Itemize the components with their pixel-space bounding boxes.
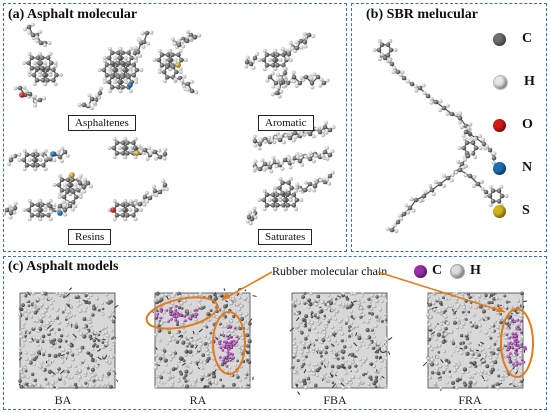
panel-a-border (3, 3, 347, 252)
asphaltenes-label: Asphaltenes (68, 115, 136, 131)
panel-c-border (3, 256, 547, 410)
legend-item-o: O (493, 117, 533, 133)
model-label-fra: FRA (458, 393, 482, 407)
aromatic-label: Aromatic (258, 115, 314, 131)
model-label-fba: FBA (323, 393, 347, 407)
nitrogen-atom-icon (493, 161, 506, 175)
model-label-ba: BA (54, 393, 72, 407)
rubber-carbon-atom-icon (414, 264, 427, 278)
legend-item-s: S (493, 203, 530, 219)
carbon-atom-icon (493, 32, 506, 46)
model-label-ra: RA (189, 393, 207, 407)
sulfur-atom-icon (493, 204, 506, 218)
saturates-label: Saturates (258, 229, 313, 245)
oxygen-atom-icon (493, 118, 506, 132)
hydrogen-atom-icon (493, 74, 508, 90)
legend-item-n: N (493, 160, 532, 176)
rubber-hydrogen-atom-icon (450, 263, 465, 279)
resins-label: Resins (68, 229, 112, 245)
legend-c-item-c: C (414, 263, 442, 279)
panel-c-title: (c) Asphalt models (8, 259, 119, 274)
rubber-chain-annotation: Rubber molecular chain (272, 264, 388, 278)
legend-c-item-h: H (450, 263, 481, 279)
panel-b-border (351, 3, 547, 252)
legend-item-h: H (493, 74, 535, 90)
panel-b-title: (b) SBR melucular (366, 7, 478, 22)
legend-item-c: C (493, 31, 532, 47)
panel-a-title: (a) Asphalt molecular (8, 7, 138, 22)
